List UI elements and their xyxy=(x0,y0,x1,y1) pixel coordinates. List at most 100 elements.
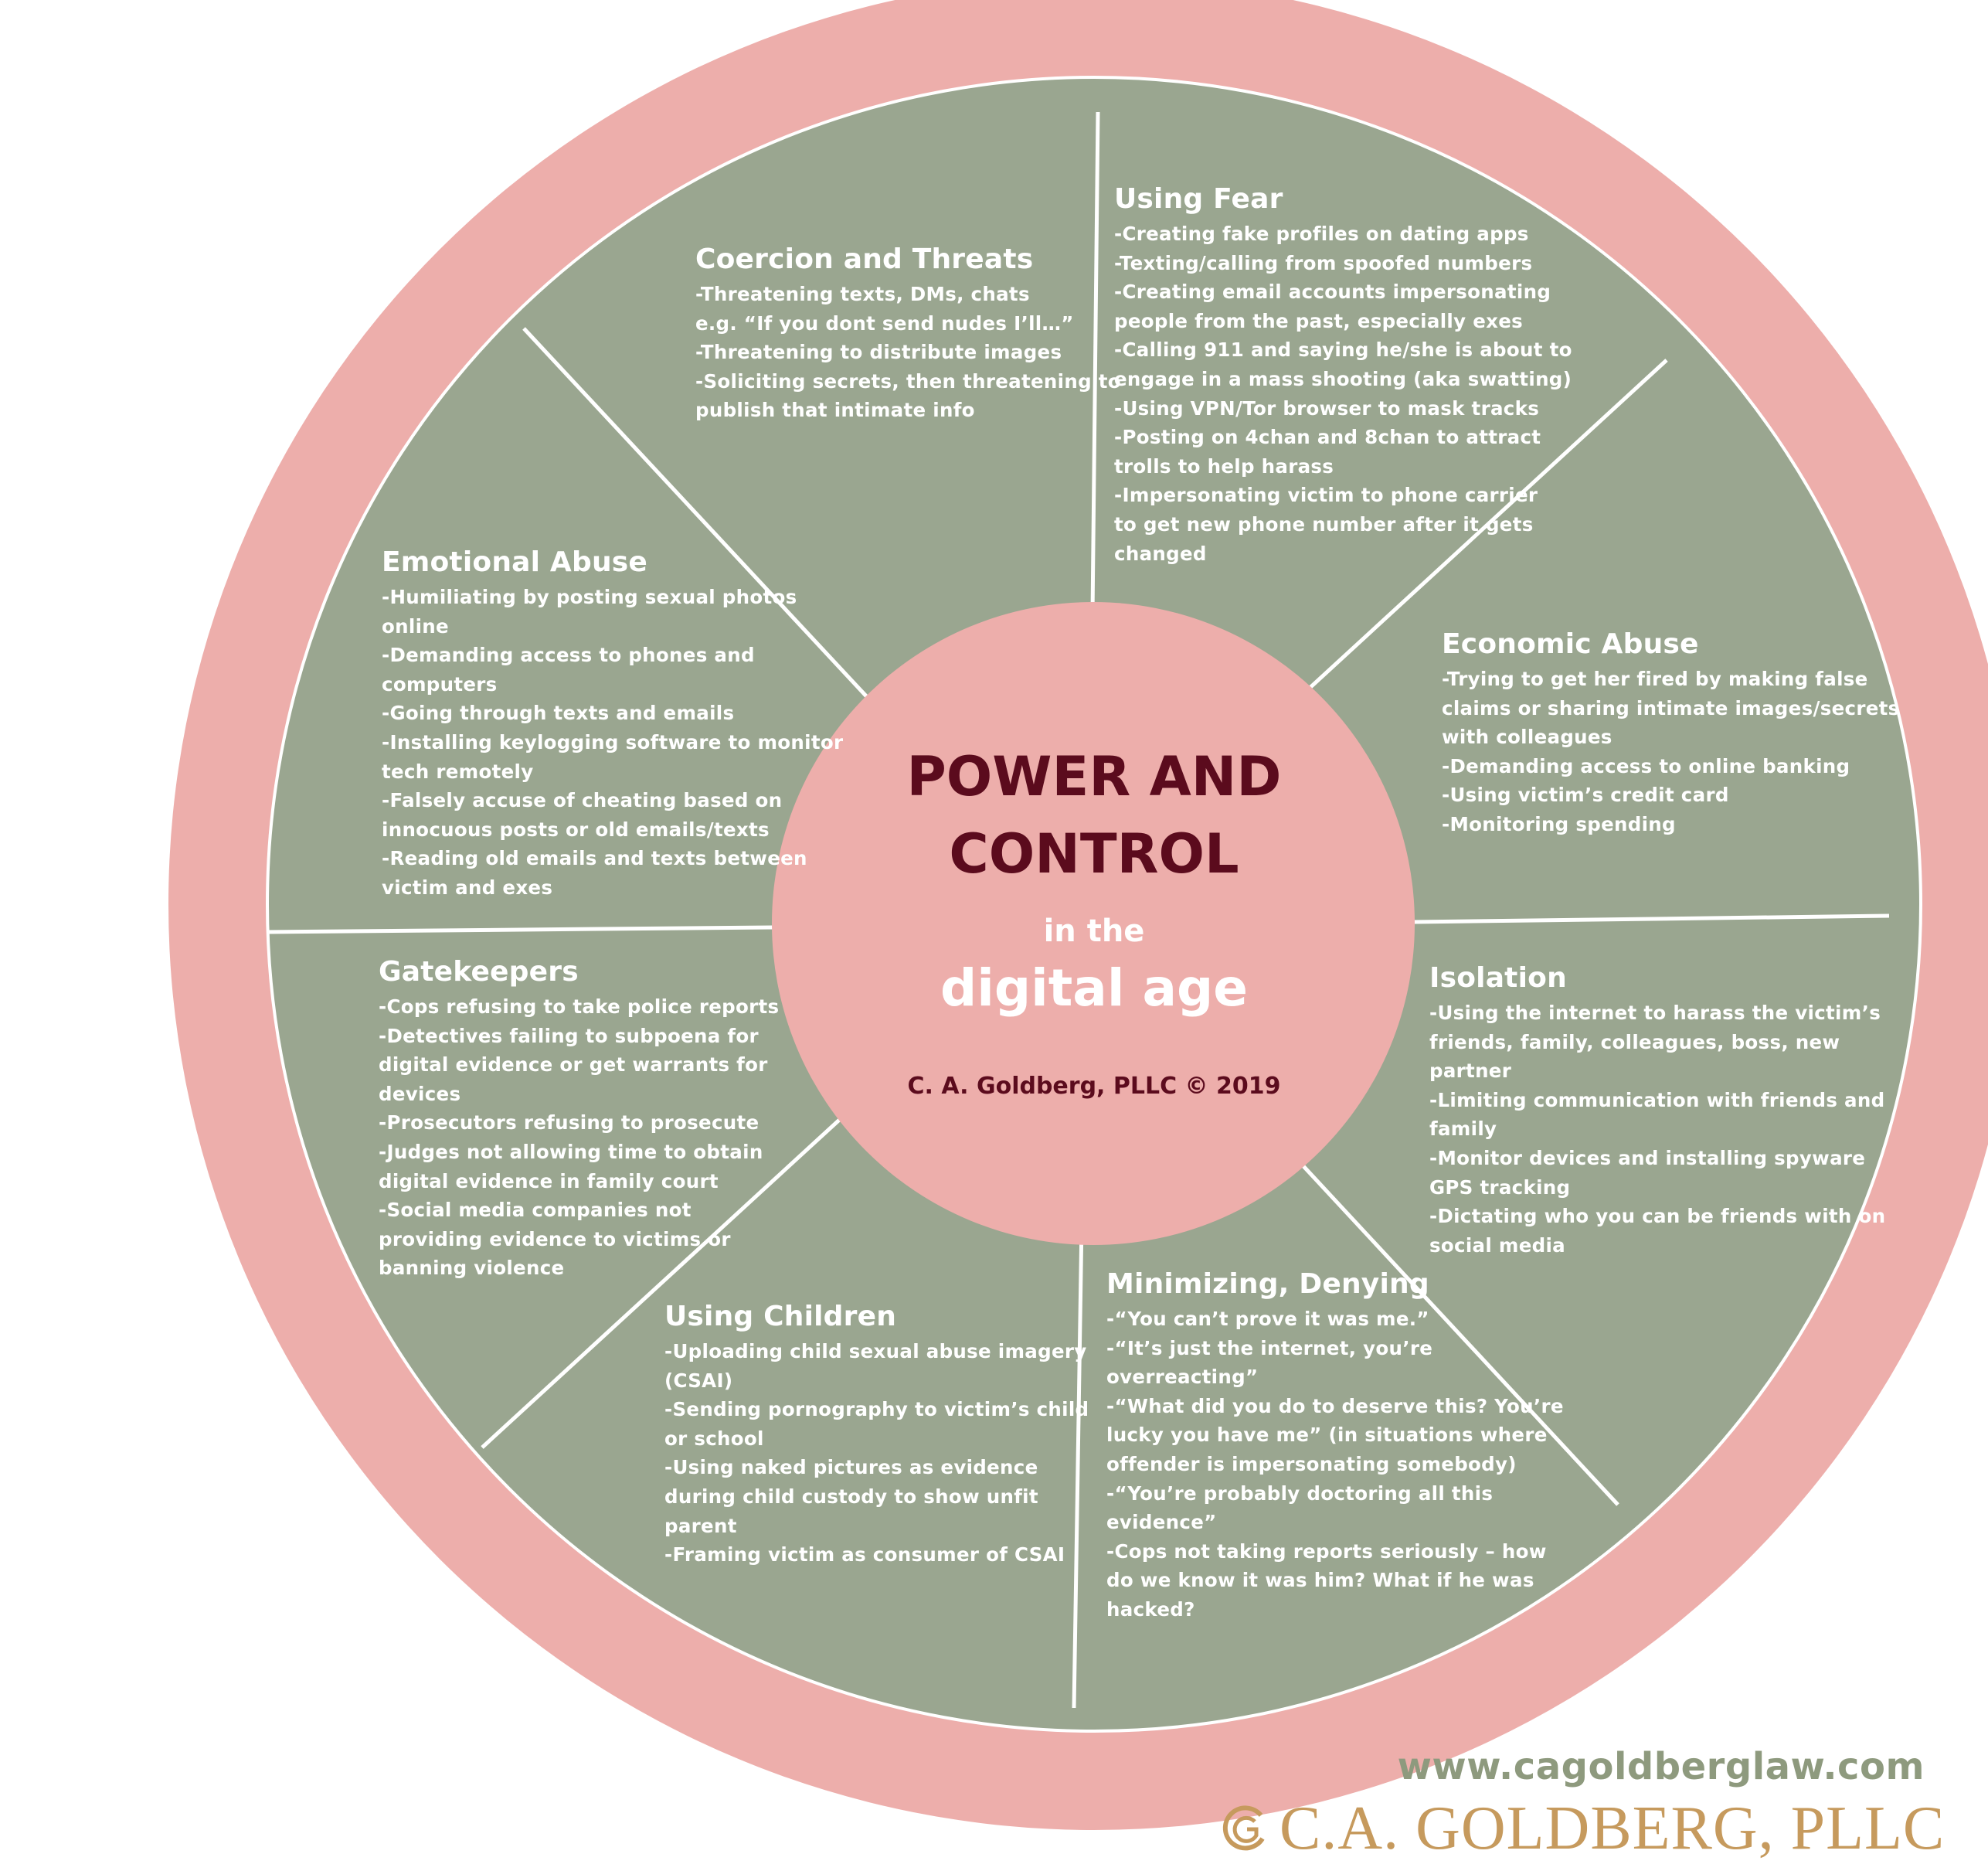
segment-dividers xyxy=(267,111,1890,1709)
segment-items: -Trying to get her fired by making false… xyxy=(1442,665,1900,839)
list-item: -Using naked pictures as evidence xyxy=(664,1456,1038,1479)
list-item: victim and exes xyxy=(382,876,553,899)
list-item: claims or sharing intimate images/secret… xyxy=(1442,696,1900,719)
list-item: -Impersonating victim to phone carrier xyxy=(1114,484,1538,507)
divider-bottom-right xyxy=(1292,1154,1619,1506)
divider-left xyxy=(267,925,773,934)
list-item: -Using victim’s credit card xyxy=(1442,784,1729,807)
divider-top-left xyxy=(522,327,872,702)
list-item: digital evidence in family court xyxy=(379,1169,719,1192)
list-item: banning violence xyxy=(379,1257,565,1280)
list-item: tech remotely xyxy=(382,760,534,783)
center-hub xyxy=(772,602,1415,1245)
segment-title: Emotional Abuse xyxy=(382,546,648,578)
list-item: -Cops not taking reports seriously – how xyxy=(1106,1539,1547,1563)
list-item: lucky you have me” (in situations where xyxy=(1106,1424,1548,1447)
segment-gatekeepers: Gatekeepers -Cops refusing to take polic… xyxy=(379,955,779,1283)
list-item: offender is impersonating somebody) xyxy=(1106,1452,1517,1475)
segment-title: Coercion and Threats xyxy=(695,243,1034,275)
list-item: hacked? xyxy=(1106,1597,1195,1621)
segment-items: -Cops refusing to take police reports -D… xyxy=(379,992,779,1283)
list-item: innocuous posts or old emails/texts xyxy=(382,818,770,841)
segment-items: -“You can’t prove it was me.” -“It’s jus… xyxy=(1106,1305,1564,1624)
center-title-line2: CONTROL xyxy=(949,822,1239,886)
segment-using-children: Using Children -Uploading child sexual a… xyxy=(664,1300,1089,1570)
list-item: -Calling 911 and saying he/she is about … xyxy=(1114,338,1572,362)
list-item: -Falsely accuse of cheating based on xyxy=(382,789,783,812)
list-item: -Monitor devices and installing spyware xyxy=(1429,1146,1866,1169)
list-item: people from the past, especially exes xyxy=(1114,309,1524,332)
logo-mark-icon xyxy=(1222,1805,1265,1851)
center-credit: C. A. Goldberg, PLLC © 2019 xyxy=(907,1073,1281,1100)
list-item: -Using VPN/Tor browser to mask tracks xyxy=(1114,396,1540,420)
list-item: -Creating email accounts impersonating xyxy=(1114,281,1551,304)
list-item: -“It’s just the internet, you’re xyxy=(1106,1336,1433,1359)
divider-top-right xyxy=(1306,359,1668,692)
list-item: e.g. “If you dont send nudes I’ll…” xyxy=(695,311,1074,335)
list-item: -Posting on 4chan and 8chan to attract xyxy=(1114,426,1541,449)
list-item: overreacting” xyxy=(1106,1366,1259,1389)
list-item: -Demanding access to phones and xyxy=(382,644,755,667)
list-item: family xyxy=(1429,1117,1497,1141)
segment-title: Economic Abuse xyxy=(1442,628,1699,660)
list-item: -“You’re probably doctoring all this xyxy=(1106,1481,1494,1505)
list-item: -Humiliating by posting sexual photos xyxy=(382,586,797,608)
divider-right xyxy=(1413,913,1890,924)
list-item: -“What did you do to deserve this? You’r… xyxy=(1106,1394,1564,1417)
segment-title: Using Fear xyxy=(1114,183,1283,215)
list-item: (CSAI) xyxy=(664,1369,733,1392)
list-item: do we know it was him? What if he was xyxy=(1106,1569,1534,1592)
list-item: to get new phone number after it gets xyxy=(1114,512,1534,536)
list-item: with colleagues xyxy=(1442,726,1612,749)
list-item: evidence” xyxy=(1106,1511,1217,1534)
list-item: social media xyxy=(1429,1233,1566,1257)
segment-items: -Humiliating by posting sexual photos on… xyxy=(382,583,843,903)
company-logo: C.A. GOLDBERG, PLLC xyxy=(1221,1798,1945,1859)
list-item: partner xyxy=(1429,1060,1512,1083)
segment-items: -Threatening texts, DMs, chats e.g. “If … xyxy=(695,280,1121,425)
list-item: -Limiting communication with friends and xyxy=(1429,1088,1885,1111)
list-item: -Trying to get her fired by making false xyxy=(1442,668,1868,690)
segment-economic-abuse: Economic Abuse -Trying to get her fired … xyxy=(1442,628,1900,839)
list-item: changed xyxy=(1114,542,1207,565)
list-item: friends, family, colleagues, boss, new xyxy=(1429,1030,1840,1053)
list-item: digital evidence or get warrants for xyxy=(379,1053,768,1077)
list-item: or school xyxy=(664,1427,764,1450)
list-item: GPS tracking xyxy=(1429,1175,1571,1199)
list-item: -Threatening texts, DMs, chats xyxy=(695,283,1030,305)
list-item: -Soliciting secrets, then threatening to xyxy=(695,369,1121,393)
segment-items: -Using the internet to harass the victim… xyxy=(1429,998,1885,1260)
list-item: -Monitoring spending xyxy=(1442,812,1676,835)
list-item: publish that intimate info xyxy=(695,399,975,422)
center-title-line1: POWER AND xyxy=(906,745,1282,808)
list-item: -Creating fake profiles on dating apps xyxy=(1114,223,1529,245)
list-item: -Cops refusing to take police reports xyxy=(379,995,780,1018)
list-item: -Framing victim as consumer of CSAI xyxy=(664,1543,1065,1567)
list-item: -Detectives failing to subpoena for xyxy=(379,1024,759,1047)
list-item: -“You can’t prove it was me.” xyxy=(1106,1308,1429,1330)
website-link[interactable]: www.cagoldberglaw.com xyxy=(1397,1745,1925,1788)
divider-top xyxy=(1090,111,1100,615)
segment-using-fear: Using Fear -Creating fake profiles on da… xyxy=(1114,182,1572,568)
list-item: engage in a mass shooting (aka swatting) xyxy=(1114,367,1572,390)
segment-title: Minimizing, Denying xyxy=(1106,1268,1429,1300)
list-item: devices xyxy=(379,1082,461,1105)
segment-title: Gatekeepers xyxy=(379,956,579,988)
list-item: -Reading old emails and texts between xyxy=(382,847,807,870)
center-subtitle-large: digital age xyxy=(940,958,1248,1018)
segment-coercion-and-threats: Coercion and Threats -Threatening texts,… xyxy=(695,243,1121,425)
segment-title: Using Children xyxy=(664,1301,897,1332)
segment-items: -Uploading child sexual abuse imagery (C… xyxy=(664,1337,1089,1570)
outer-edge xyxy=(266,76,1922,1733)
segment-isolation: Isolation -Using the internet to harass … xyxy=(1429,961,1885,1260)
list-item: -Going through texts and emails xyxy=(382,702,735,725)
list-item: during child custody to show unfit xyxy=(664,1485,1038,1508)
segment-title: Isolation xyxy=(1429,962,1567,994)
list-item: -Texting/calling from spoofed numbers xyxy=(1114,251,1533,274)
list-item: providing evidence to victims or xyxy=(379,1227,731,1250)
divider-bottom xyxy=(1072,1222,1084,1709)
list-item: -Dictating who you can be friends with o… xyxy=(1429,1205,1886,1228)
list-item: trolls to help harass xyxy=(1114,454,1334,478)
center-subtitle-small: in the xyxy=(1043,913,1145,949)
